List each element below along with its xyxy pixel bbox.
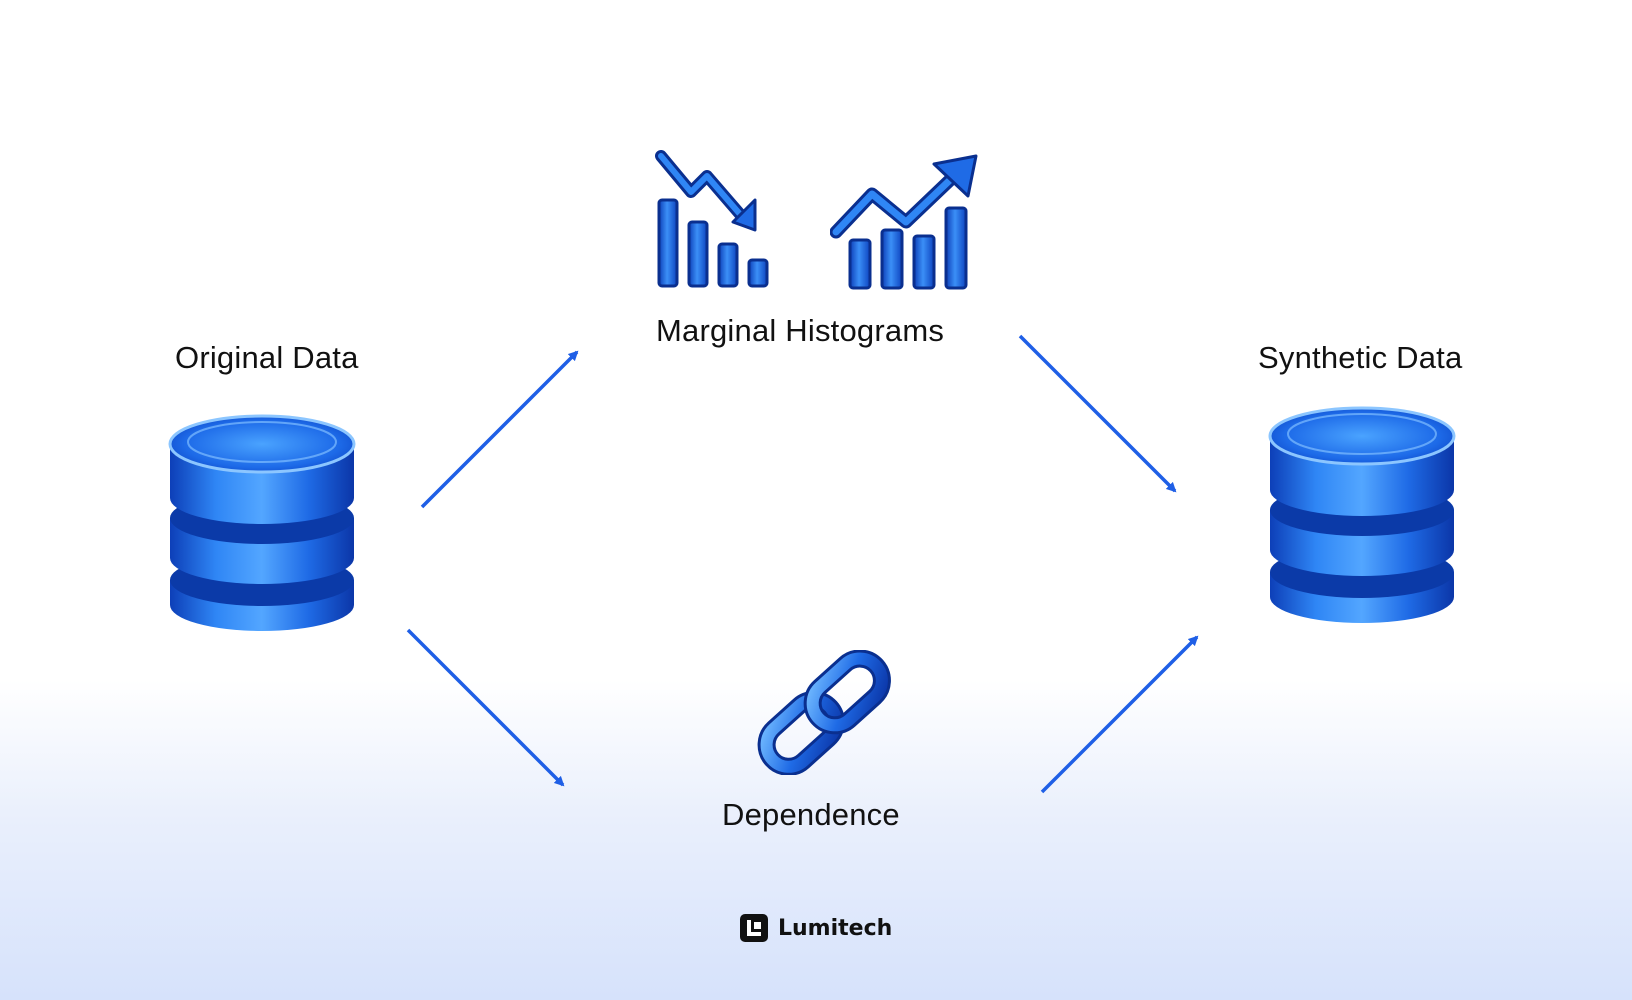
brand: Lumitech xyxy=(740,914,892,942)
dependence-label: Dependence xyxy=(722,797,900,832)
lumitech-logo-icon xyxy=(740,914,768,942)
arrow-marginal-to-synthetic xyxy=(1018,334,1177,493)
bar-chart-trend-down-icon xyxy=(655,150,790,290)
arrow-dependence-to-synthetic xyxy=(1040,635,1199,794)
bar-chart-trend-up-icon xyxy=(829,152,985,292)
database-icon xyxy=(160,400,365,650)
marginal-histograms-label: Marginal Histograms xyxy=(656,313,945,348)
database-icon xyxy=(1260,392,1465,642)
brand-name: Lumitech xyxy=(778,915,893,941)
arrow-original-to-marginal xyxy=(420,350,579,509)
original-data-label: Original Data xyxy=(175,340,359,375)
chain-link-icon xyxy=(750,649,900,776)
arrow-original-to-dependence xyxy=(406,628,565,787)
synthetic-data-label: Synthetic Data xyxy=(1258,340,1463,375)
